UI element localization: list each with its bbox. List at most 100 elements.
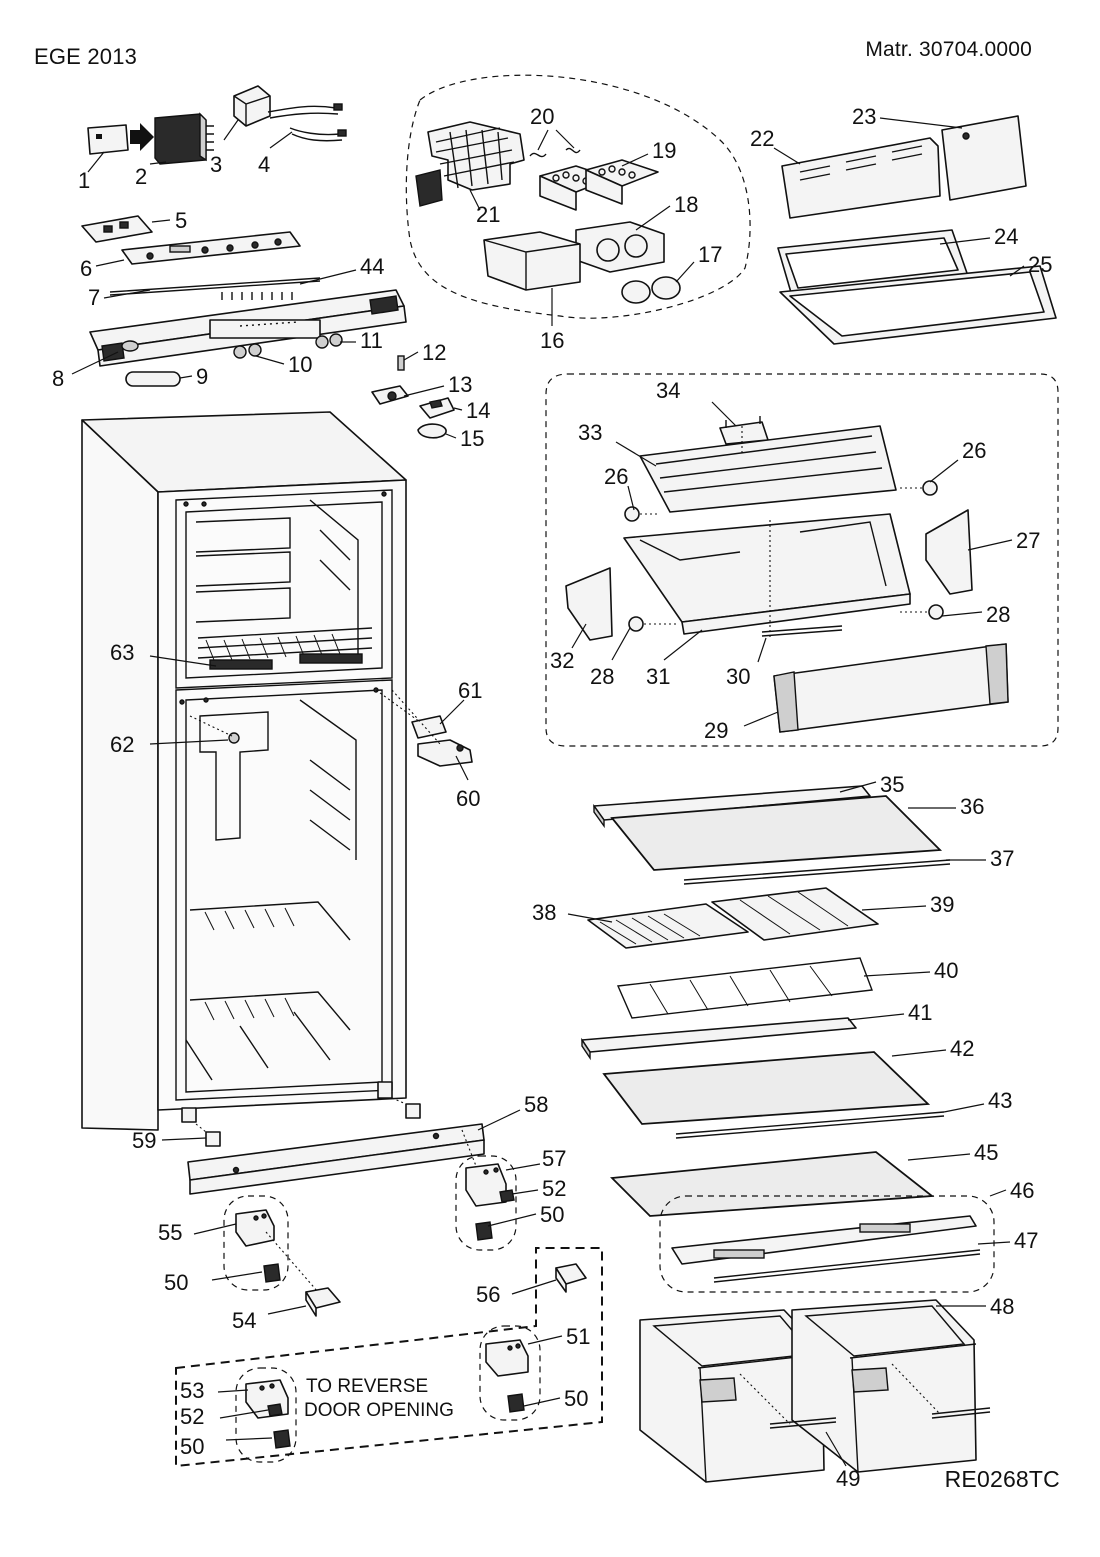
svg-text:39: 39 [930, 892, 954, 917]
svg-text:5: 5 [175, 208, 187, 233]
part-rod [109, 277, 321, 296]
callout-9: 9 [179, 364, 208, 389]
callout-4: 4 [258, 131, 293, 177]
callout-18: 18 [635, 192, 698, 231]
svg-text:52: 52 [180, 1404, 204, 1429]
part-crisper-drawer [623, 513, 911, 635]
svg-text:45: 45 [974, 1140, 998, 1165]
svg-text:50: 50 [164, 1270, 188, 1295]
part-foot [273, 1429, 291, 1449]
part-stopper [922, 480, 938, 496]
svg-text:51: 51 [566, 1324, 590, 1349]
part-foot [475, 1221, 493, 1241]
callout-19: 19 [621, 138, 676, 167]
part-rail-right [925, 509, 973, 595]
callout-21: 21 [469, 189, 500, 227]
callout-14: 14 [453, 398, 490, 423]
part-shelf-cover [711, 887, 879, 941]
svg-text:53: 53 [180, 1378, 204, 1403]
svg-text:62: 62 [110, 732, 134, 757]
model-title: EGE 2013 [34, 44, 138, 69]
svg-text:4: 4 [258, 152, 270, 177]
svg-text:59: 59 [132, 1128, 156, 1153]
part-pcb [81, 215, 153, 243]
part-handle-bar [769, 1417, 837, 1429]
drawing-reference: RE0268TC [944, 1466, 1060, 1492]
part-tray-box [483, 231, 581, 291]
part-module [154, 112, 214, 165]
callout-43: 43 [943, 1088, 1012, 1113]
svg-text:61: 61 [458, 678, 482, 703]
group-outline [479, 1325, 541, 1421]
part-hinge-plate [411, 715, 447, 739]
callout-5: 5 [151, 208, 187, 233]
callout-49: 49 [825, 1431, 860, 1491]
part-hinge-top [371, 385, 409, 405]
callout-50c: 50 [523, 1386, 588, 1411]
part-side-cover [941, 115, 1027, 201]
part-ice-tray [585, 159, 659, 205]
callout-47: 47 [977, 1228, 1038, 1253]
callout-3: 3 [210, 119, 239, 177]
svg-text:24: 24 [994, 224, 1018, 249]
svg-text:26: 26 [604, 464, 628, 489]
callout-33: 33 [578, 420, 657, 467]
part-vent-grille [221, 292, 293, 300]
part-hinge-bottom [465, 1163, 515, 1207]
group-outline [235, 1367, 297, 1463]
callout-32: 32 [550, 623, 587, 673]
part-kickplate [187, 1123, 485, 1195]
callout-13: 13 [403, 372, 472, 397]
callout-2: 2 [135, 161, 167, 189]
callout-39: 39 [861, 892, 954, 917]
part-bushing [417, 423, 447, 439]
callout-59: 59 [132, 1128, 207, 1153]
callout-25: 25 [1009, 252, 1052, 277]
part-glass-shelf [610, 1151, 935, 1217]
svg-text:35: 35 [880, 772, 904, 797]
part-foot [263, 1263, 281, 1283]
svg-text:14: 14 [466, 398, 490, 423]
svg-text:30: 30 [726, 664, 750, 689]
svg-text:TO REVERSE: TO REVERSE [306, 1376, 428, 1397]
part-glass-shelf [602, 1051, 931, 1125]
part-shelf-trim [593, 785, 871, 829]
part-drawer-front [773, 643, 1009, 733]
callout-63: 63 [110, 640, 217, 667]
callout-16: 16 [540, 288, 564, 353]
svg-text:36: 36 [960, 794, 984, 819]
part-cable [267, 103, 347, 142]
callout-60: 60 [455, 755, 480, 811]
part-shelf-edge [683, 859, 951, 885]
part-foot [507, 1393, 525, 1413]
part-shelf-grid [587, 903, 749, 949]
svg-text:10: 10 [288, 352, 312, 377]
part-glass-shelf [610, 795, 943, 871]
svg-text:31: 31 [646, 664, 670, 689]
callout-54: 54 [232, 1305, 307, 1333]
svg-text:38: 38 [532, 900, 556, 925]
svg-text:29: 29 [704, 718, 728, 743]
svg-text:19: 19 [652, 138, 676, 163]
group-outline [455, 1155, 517, 1251]
part-cabinet [81, 411, 407, 1131]
part-stopper [628, 616, 644, 632]
part-shelf-edge [713, 1249, 981, 1283]
callout-27: 27 [967, 528, 1040, 553]
callout-12: 12 [403, 340, 446, 365]
part-crisper-front [781, 137, 941, 219]
svg-text:27: 27 [1016, 528, 1040, 553]
svg-text:12: 12 [422, 340, 446, 365]
svg-text:50: 50 [180, 1434, 204, 1459]
callout-42: 42 [891, 1036, 974, 1061]
svg-text:28: 28 [986, 602, 1010, 627]
callout-52: 52 [511, 1176, 566, 1201]
group-outline [659, 1195, 995, 1293]
callout-53: 53 [180, 1378, 249, 1403]
callout-22: 22 [750, 126, 801, 165]
svg-text:54: 54 [232, 1308, 256, 1333]
part-relay [233, 85, 271, 127]
callout-26: 26 [604, 464, 635, 511]
callout-28: 28 [941, 602, 1010, 627]
